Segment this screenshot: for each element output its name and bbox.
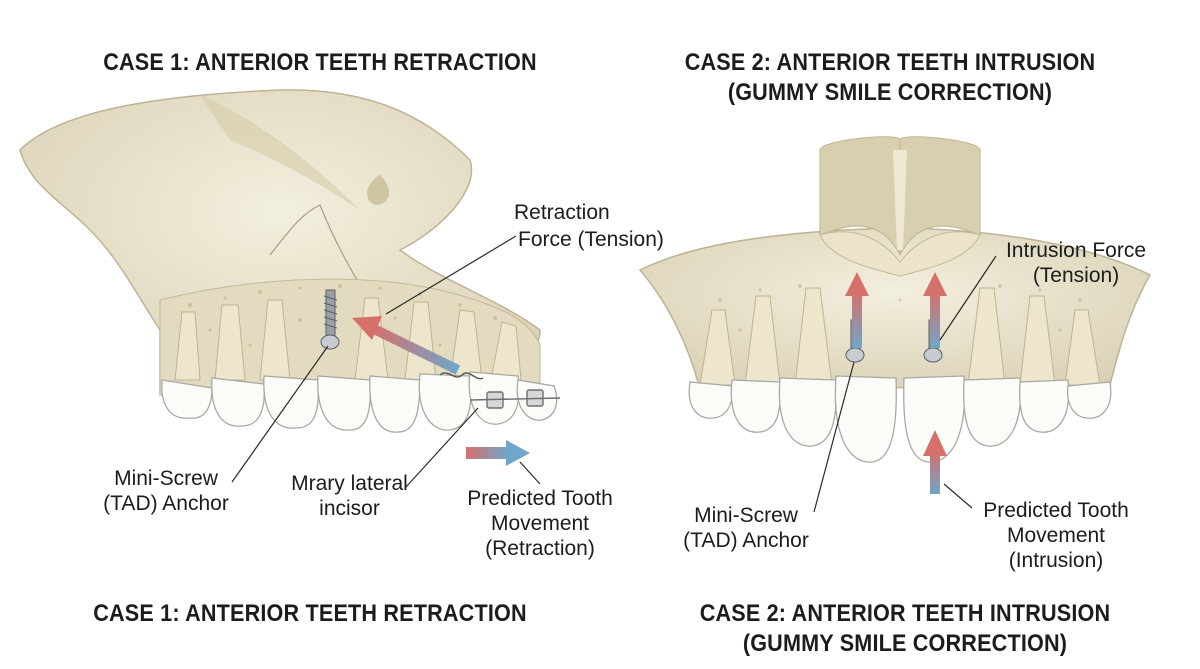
case2-movement-label-line3: (Intrusion) (1008, 549, 1104, 572)
case2-intrusion-force-arrow-left (845, 272, 869, 348)
case2-title-bottom-line2: (GUMMY SMILE CORRECTION) (742, 630, 1068, 657)
case2-maxilla (638, 136, 1152, 391)
case2-anchor-label-line1: Mini-Screw (694, 504, 798, 527)
case1-maxilla (19, 89, 541, 396)
case2-intrusion-force-arrow-right (923, 272, 947, 348)
case1-anchor-label: Mini-Screw (TAD) Anchor (96, 466, 236, 516)
case2-force-label-line2: (Tension) (1032, 264, 1120, 287)
case1-title-top: CASE 1: ANTERIOR TEETH RETRACTION (103, 49, 537, 76)
case2-teeth (688, 375, 1112, 463)
case1-incisor-label-line1: Mrary lateral (291, 472, 408, 495)
case1-movement-label: Predicted Tooth Movement (Retraction) (455, 486, 625, 561)
case2-anchor-label: Mini-Screw (TAD) Anchor (676, 503, 816, 553)
case2-leader-lines (813, 255, 997, 513)
case2-force-label-line1: Intrusion Force (1005, 239, 1147, 262)
case1-force-label-line2: Force (Tension) (518, 228, 664, 251)
case1-force-label: Retraction (514, 200, 610, 225)
case2-anchor-label-line2: (TAD) Anchor (683, 529, 809, 552)
case1-force-label-2: Force (Tension) (518, 227, 664, 252)
case1-movement-label-line3: (Retraction) (485, 537, 595, 560)
case1-orthodontic-brackets (439, 372, 561, 409)
case2-title-top-line2: (GUMMY SMILE CORRECTION) (727, 79, 1053, 106)
case2-title-bottom-line1: CASE 2: ANTERIOR TEETH INTRUSION (699, 600, 1111, 627)
case1-anchor-label-line2: (TAD) Anchor (103, 492, 229, 515)
case1-incisor-label: Mrary lateral incisor (282, 471, 417, 521)
case2-predicted-movement-arrow (923, 430, 947, 494)
case1-incisor-label-line2: incisor (319, 497, 380, 520)
case1-mini-screw (320, 289, 340, 350)
case1-retraction-force-arrow (352, 316, 461, 375)
case2-title-bottom: CASE 2: ANTERIOR TEETH INTRUSION (GUMMY … (680, 599, 1130, 659)
case2-title-top: CASE 2: ANTERIOR TEETH INTRUSION (GUMMY … (665, 48, 1115, 108)
case2-title-top-line1: CASE 2: ANTERIOR TEETH INTRUSION (684, 49, 1096, 76)
case2-movement-label-line2: Movement (1006, 524, 1106, 547)
case1-movement-label-line1: Predicted Tooth (467, 487, 613, 510)
case1-leader-lines (231, 235, 541, 488)
case1-title-bottom: CASE 1: ANTERIOR TEETH RETRACTION (93, 600, 527, 627)
case2-force-label: Intrusion Force (Tension) (994, 238, 1158, 288)
case1-movement-label-line2: Movement (490, 512, 590, 535)
case1-force-label-line1: Retraction (514, 201, 610, 224)
case1-predicted-movement-arrow (466, 440, 530, 466)
case1-anchor-label-line1: Mini-Screw (114, 467, 218, 490)
case2-movement-label: Predicted Tooth Movement (Intrusion) (968, 498, 1144, 573)
case2-movement-label-line1: Predicted Tooth (983, 499, 1129, 522)
